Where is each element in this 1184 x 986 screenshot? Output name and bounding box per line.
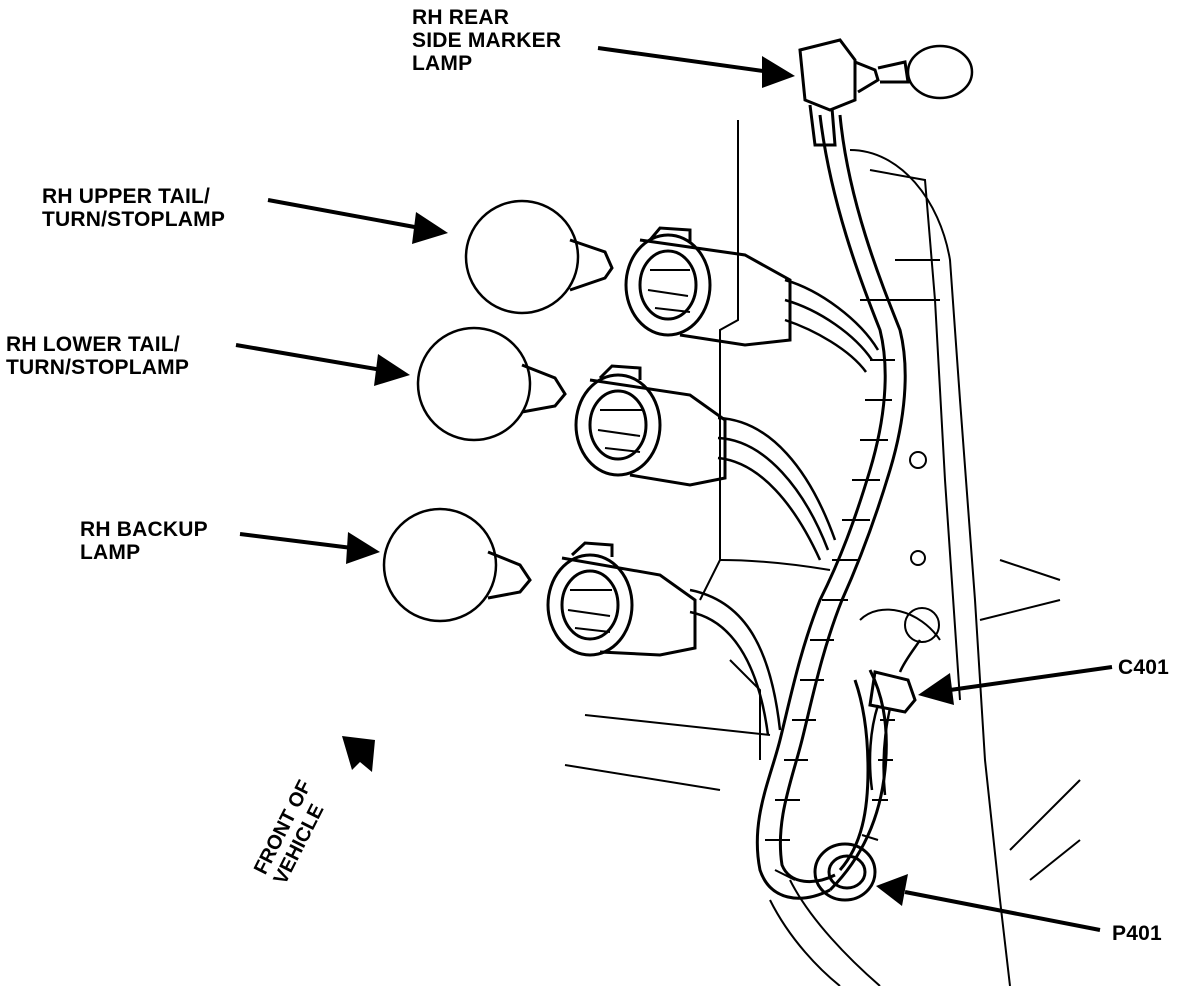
arrow-p401: [876, 874, 908, 906]
upper-tail-bulb: [464, 199, 580, 315]
arrow-backup: [346, 532, 380, 564]
side-marker-socket: [798, 38, 974, 147]
upper-tail-socket: [464, 199, 792, 347]
backup-bulb: [382, 507, 498, 623]
lower-tail-bulb: [416, 326, 532, 442]
label-side-marker-lamp: RH REAR SIDE MARKER LAMP: [412, 6, 562, 75]
arrow-side-marker: [762, 56, 795, 88]
arrow-c401: [918, 673, 954, 705]
lower-tail-socket: [416, 326, 727, 487]
wiring-harness: [689, 114, 907, 900]
label-p401: P401: [1112, 922, 1162, 945]
arrow-front-of-vehicle: [342, 736, 375, 772]
p401-grommet: [813, 842, 877, 902]
label-upper-tail-lamp: RH UPPER TAIL/ TURN/STOPLAMP: [42, 185, 226, 231]
leader-arrows: [235, 46, 1113, 932]
label-backup-lamp: RH BACKUP LAMP: [80, 518, 208, 564]
label-c401: C401: [1118, 656, 1170, 679]
side-marker-bulb: [906, 44, 974, 100]
arrow-upper-tail: [412, 212, 448, 244]
c401-connector: [868, 639, 922, 796]
backup-socket: [382, 507, 697, 657]
label-lower-tail-lamp: RH LOWER TAIL/ TURN/STOPLAMP: [6, 333, 190, 379]
body-panel: [564, 120, 1081, 986]
arrow-lower-tail: [374, 354, 410, 386]
